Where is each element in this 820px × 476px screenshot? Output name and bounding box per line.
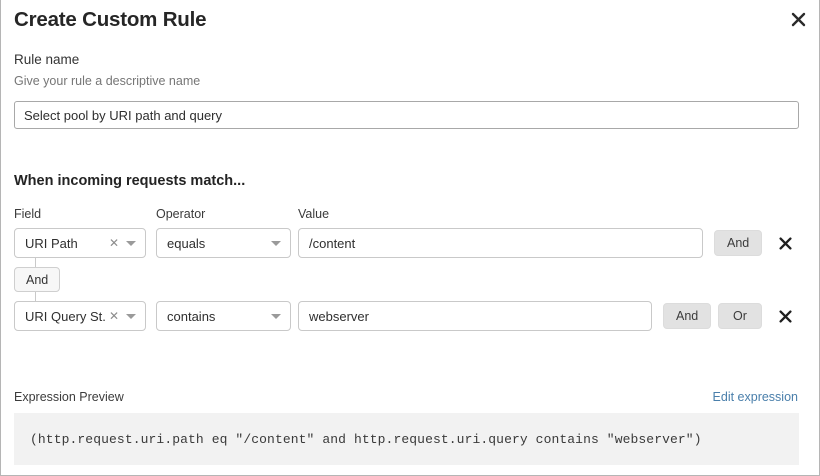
value-input-2[interactable] [298,301,652,331]
operator-select-2-value: contains [167,308,216,324]
expression-preview-text: (http.request.uri.path eq "/content" and… [30,431,702,447]
close-button[interactable] [785,6,811,32]
expression-preview-box: (http.request.uri.path eq "/content" and… [14,413,799,465]
rule-name-label: Rule name [14,52,80,67]
chevron-down-icon [126,313,136,319]
column-header-value: Value [298,207,330,221]
page-title: Create Custom Rule [14,8,207,31]
condition-row: URI Path ✕ equals And [1,228,819,258]
match-section-heading: When incoming requests match... [14,173,246,189]
column-header-operator: Operator [156,207,206,221]
value-input-1[interactable] [298,228,703,258]
delete-condition-button-1[interactable] [775,233,795,253]
column-header-field: Field [14,207,42,221]
field-select-2[interactable]: URI Query St... ✕ [14,301,146,331]
condition-row: URI Query St... ✕ contains And Or [1,301,819,331]
chevron-down-icon [271,240,281,246]
operator-select-2[interactable]: contains [156,301,291,331]
chevron-down-icon [126,240,136,246]
edit-expression-link[interactable]: Edit expression [712,390,798,404]
field-select-2-value: URI Query St... [25,308,106,324]
field-select-1[interactable]: URI Path ✕ [14,228,146,258]
field-select-1-value: URI Path [25,235,78,251]
expression-preview-label: Expression Preview [14,390,124,404]
close-icon [778,236,792,250]
operator-select-1-value: equals [167,235,206,251]
close-icon [778,309,792,323]
rule-name-input[interactable] [14,101,799,129]
and-button-1[interactable]: And [714,230,763,256]
clear-icon[interactable]: ✕ [108,309,119,323]
clear-icon[interactable]: ✕ [108,236,119,250]
rule-name-help-text: Give your rule a descriptive name [14,74,201,88]
and-button-2[interactable]: And [663,303,712,329]
or-button-2[interactable]: Or [718,303,762,329]
connector-line-top [35,258,36,268]
operator-select-1[interactable]: equals [156,228,291,258]
delete-condition-button-2[interactable] [775,306,795,326]
chevron-down-icon [271,313,281,319]
close-icon [791,12,805,26]
connector-line-bottom [35,292,36,301]
group-connector-and[interactable]: And [14,267,61,292]
